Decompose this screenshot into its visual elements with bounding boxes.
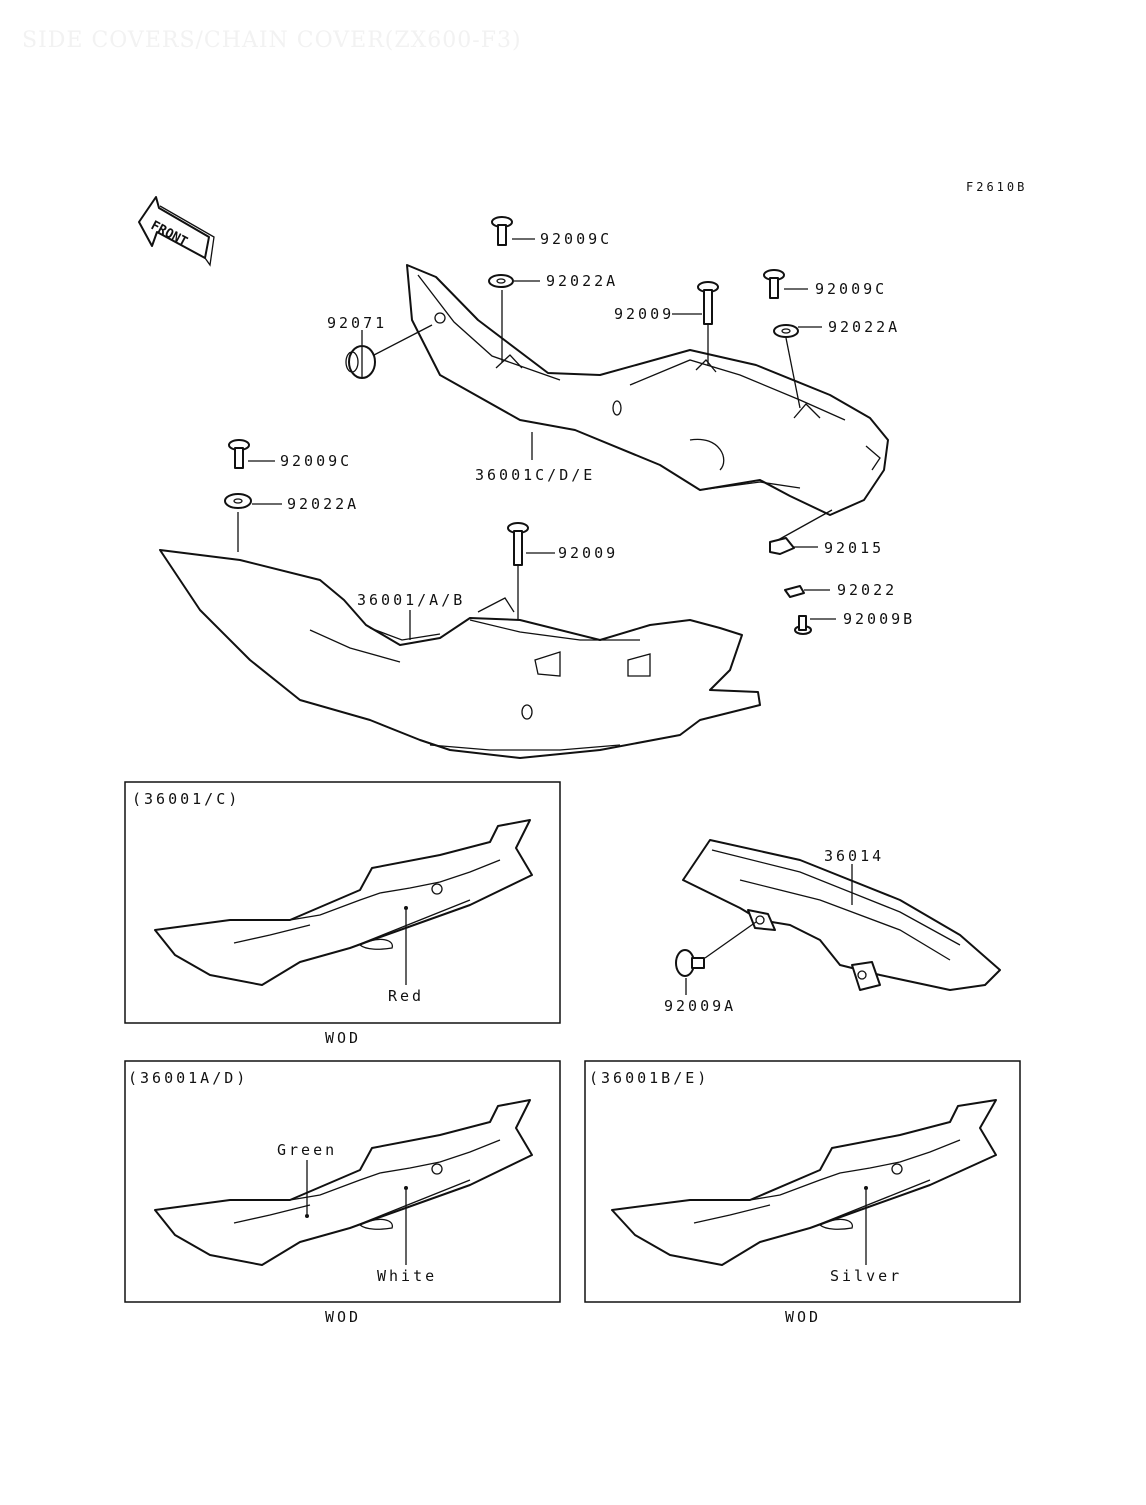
label-92015: 92015 [824, 539, 884, 557]
chain-cover-36014 [682, 839, 1001, 991]
inset-color-silver: Silver [830, 1267, 902, 1285]
figure-code: F2610B [966, 180, 1027, 194]
inset-note: WOD [325, 1029, 361, 1047]
label-92022: 92022 [837, 581, 897, 599]
inset-note: WOD [325, 1308, 361, 1326]
front-arrow-icon: FRONT [138, 196, 215, 267]
inset-color-white: White [377, 1267, 437, 1285]
inset-color-green: Green [277, 1141, 337, 1159]
grommet-92071 [345, 345, 376, 379]
bolt-92009C-a [491, 216, 513, 246]
washer-92022 [784, 585, 805, 598]
label-92022A-b: 92022A [828, 318, 900, 336]
label-92009A: 92009A [664, 997, 736, 1015]
bolt-92009C-c [228, 439, 250, 469]
label-36001AB: 36001/A/B [357, 591, 465, 609]
inset-title: (36001B/E) [589, 1069, 709, 1087]
leader-lines [237, 238, 836, 640]
inset-36001BE: (36001B/E) Silver WOD [584, 1060, 1021, 1326]
label-92071: 92071 [327, 314, 387, 332]
label-36014: 36014 [824, 847, 884, 865]
rear-cowl-36001CDE [406, 264, 889, 516]
label-92009B: 92009B [843, 610, 915, 628]
label-36001CDE: 36001C/D/E [475, 466, 595, 484]
nut-92015 [769, 537, 795, 555]
inset-title: (36001A/D) [128, 1069, 248, 1087]
label-92009C-c: 92009C [280, 452, 352, 470]
inset-note: WOD [785, 1308, 821, 1326]
inset-36001AD: (36001A/D) Green White WOD [124, 1060, 561, 1326]
side-cover-36001AB [159, 549, 761, 759]
bolt-92009-a [697, 281, 719, 325]
label-92009C-b: 92009C [815, 280, 887, 298]
inset-36001C: (36001/C) Red WOD [124, 781, 561, 1047]
bolt-92009B [794, 615, 812, 635]
label-92022A-a: 92022A [546, 272, 618, 290]
inset-title: (36001/C) [132, 790, 240, 808]
label-92022A-c: 92022A [287, 495, 359, 513]
label-92009-b: 92009 [558, 544, 618, 562]
washer-92022A-c [224, 493, 252, 509]
bolt-92009-b [507, 522, 529, 566]
bolt-92009C-b [763, 269, 785, 299]
washer-92022A-b [773, 324, 799, 338]
label-92009-a: 92009 [614, 305, 674, 323]
washer-92022A-a [488, 274, 514, 288]
bolt-92009A [675, 949, 705, 977]
label-92009C-a: 92009C [540, 230, 612, 248]
page-title: SIDE COVERS/CHAIN COVER(ZX600-F3) [22, 28, 522, 53]
inset-color-red: Red [388, 987, 424, 1005]
